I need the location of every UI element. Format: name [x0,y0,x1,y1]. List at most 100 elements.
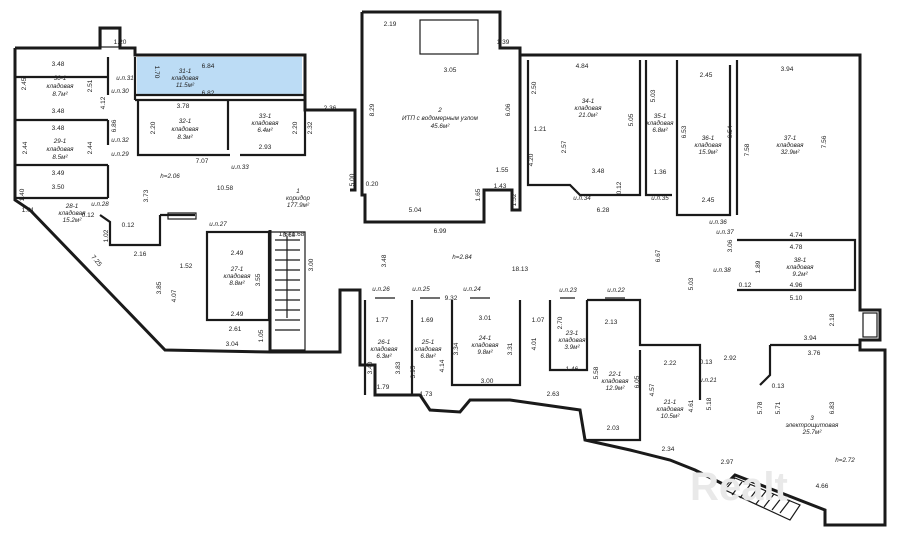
dim: 1.79 [377,384,390,391]
dim: 3.83 [395,361,402,374]
opening-27: и.п.27 [209,221,227,228]
opening-22: и.п.22 [607,287,625,294]
dim: 3.73 [143,189,150,202]
highlighted-room-31[interactable] [137,57,302,95]
opening-33: и.п.33 [231,164,249,171]
room-35-name: кладовая [646,119,674,127]
dim: 6.54 [727,125,734,138]
room-38-area: 9.2м² [792,271,808,278]
dim: 2.22 [664,360,677,367]
dim: 2.97 [721,459,734,466]
room-34-name: кладовая [574,104,602,112]
room-labels: 30-1 кладовая 8.7м² 31-1 кладовая 11.5м²… [46,68,855,464]
dim: 3.55 [255,273,262,286]
dim: 2.45 [21,77,28,90]
room-37-area: 32.9м² [781,149,801,156]
room-37-num: 37-1 [784,135,797,142]
room-35-area: 6.8м² [652,127,668,134]
room-29-area: 8.5м² [52,154,68,161]
opening-36: и.п.36 [709,219,727,226]
dim: 3.94 [781,66,794,73]
room-26-name: кладовая [370,345,398,353]
height-right: h=2.72 [835,457,855,464]
room-3-name: электрощитовая [786,422,839,429]
room-29-name: кладовая [46,145,74,153]
dim: 1.36 [654,169,667,176]
room-30-area: 8.7м² [52,91,68,98]
dim: 3.06 [727,239,734,252]
room-1-num: 1 [296,188,300,195]
dim: 4.78 [790,244,803,251]
room-34-num: 34-1 [582,98,595,105]
room-38-name: кладовая [786,263,814,271]
dim: 4.20 [528,153,535,166]
dim: 3.31 [507,342,514,355]
top-shaft [419,19,479,55]
room-36-area: 15.9м² [699,149,719,156]
dim: 4.07 [171,289,178,302]
dim: 2.45 [702,197,715,204]
dim: 1.46 [566,366,579,373]
dim: 1.43 [494,183,507,190]
outer-wall [13,10,887,527]
room-27-name: кладовая [223,272,251,280]
corridor-bench [167,212,197,220]
dim: 1.55 [496,167,509,174]
dim: 2.61 [229,326,242,333]
room-23-name: кладовая [558,336,586,344]
opening-38: и.п.38 [713,267,731,274]
room-36-num: 36-1 [702,135,715,142]
bottom-stair [724,477,801,521]
dim: 4.57 [649,383,656,396]
dim: 9.32 [445,295,458,302]
dim: 3.78 [177,103,190,110]
top-left-shaft [100,28,120,48]
dim: 4.74 [790,232,803,239]
dim: 0.12 [122,222,135,229]
dim: 7.25 [89,254,103,268]
dim: 3.05 [444,67,457,74]
room-23-num: 23-1 [565,330,579,337]
dim: 5.78 [757,401,764,414]
dim: 5.05 [628,113,635,126]
dim: 2.70 [557,316,564,329]
dim: 1.77 [376,317,389,324]
dim: 1.52 [511,193,518,206]
dim: 6.83 [829,401,836,414]
dim: 5.00 [349,173,356,186]
opening-21: и.п.21 [699,377,716,384]
room-24-area: 9.8м² [477,349,493,356]
dim: 18.13 [512,266,529,273]
dim: 6.53 [681,125,688,138]
room-34-area: 21.0м² [578,112,599,119]
room-33-name: кладовая [251,119,279,127]
left-stair [269,231,306,351]
opening-28: и.п.28 [91,201,109,208]
dim: 2.93 [259,144,272,151]
room-2-area: 45.6м² [431,123,451,130]
dim: 7.58 [744,143,751,156]
opening-29: и.п.29 [111,151,129,158]
dim: 2.44 [22,141,29,154]
room-28-name: кладовая [58,209,86,217]
dim: 6.86 [111,119,118,132]
dim: 6.84 [202,63,215,70]
dim: 3.50 [52,184,65,191]
dim: 8.29 [369,103,376,116]
height-left: h=2.06 [160,173,180,180]
dim: 3.85 [156,281,163,294]
dim: 1.05 [258,329,265,342]
dim: 3.48 [52,108,65,115]
opening-25: и.п.25 [412,286,430,293]
dim: 0.13 [700,359,713,366]
opening-31: и.п.31 [116,75,133,82]
dim: 4.12 [100,96,107,109]
room-21-area: 10.5м² [661,413,681,420]
dim: 3.94 [804,335,817,342]
dim: 2.03 [607,425,620,432]
opening-35: и.п.35 [651,195,669,202]
room-33-area: 6.4м² [257,127,273,134]
room-2-num: 2 [437,107,442,114]
dim: 5.03 [650,89,657,102]
